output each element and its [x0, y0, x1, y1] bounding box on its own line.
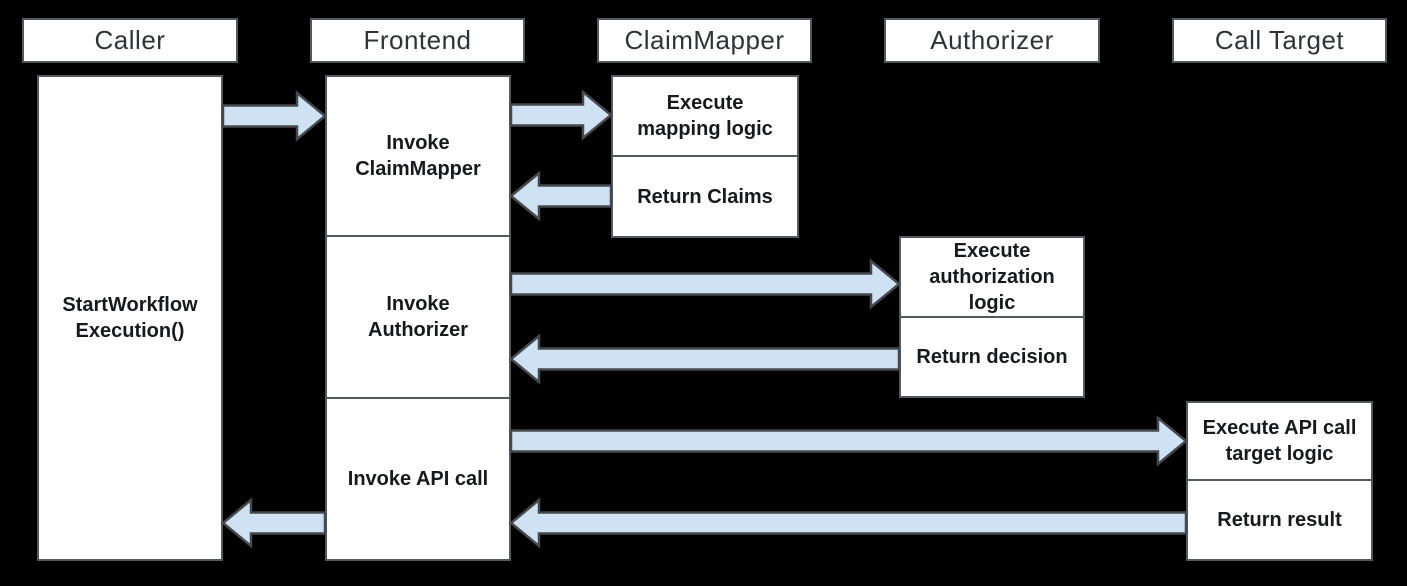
- call-target-activation-box: Execute API call target logic Return res…: [1186, 401, 1373, 561]
- header-caller: Caller: [22, 18, 238, 63]
- header-call-target: Call Target: [1172, 18, 1387, 63]
- invoke-api-call-label: Invoke API call: [347, 468, 489, 490]
- authorizer-activation-box: Execute authorization logic Return decis…: [899, 236, 1085, 398]
- execute-api-call-target-logic-step: Execute API call target logic: [1188, 403, 1371, 479]
- arrow-frontend-to-authorizer: [509, 258, 901, 310]
- header-authorizer: Authorizer: [884, 18, 1100, 63]
- start-workflow-execution-label: StartWorkflow Execution(): [62, 294, 198, 342]
- return-result-label: Return result: [1217, 509, 1342, 531]
- arrow-authorizer-to-frontend: [509, 333, 901, 385]
- return-claims-label: Return Claims: [637, 185, 773, 208]
- arrow-calltarget-to-frontend: [509, 497, 1188, 549]
- return-decision-label: Return decision: [916, 346, 1068, 368]
- frontend-activation-box: Invoke ClaimMapper Invoke Authorizer Inv…: [325, 75, 511, 561]
- execute-api-call-target-logic-label: Execute API call target logic: [1202, 417, 1357, 465]
- header-claimmapper: ClaimMapper: [597, 18, 812, 63]
- invoke-api-call-step: Invoke API call: [327, 397, 509, 559]
- execute-mapping-logic-label: Execute mapping logic: [637, 92, 773, 140]
- start-workflow-execution-step: StartWorkflow Execution(): [39, 77, 221, 559]
- execute-authorization-logic-step: Execute authorization logic: [901, 238, 1083, 316]
- return-claims-step: Return Claims: [613, 155, 797, 236]
- claimmapper-activation-box: Execute mapping logic Return Claims: [611, 75, 799, 238]
- arrow-frontend-to-caller: [221, 497, 327, 549]
- arrow-frontend-to-claimmapper: [509, 89, 613, 141]
- header-frontend: Frontend: [310, 18, 525, 63]
- execute-authorization-logic-label: Execute authorization logic: [929, 240, 1055, 314]
- arrow-claimmapper-to-frontend: [509, 170, 613, 222]
- execute-mapping-logic-step: Execute mapping logic: [613, 77, 797, 155]
- invoke-claimmapper-step: Invoke ClaimMapper: [327, 77, 509, 235]
- return-decision-step: Return decision: [901, 316, 1083, 396]
- invoke-authorizer-step: Invoke Authorizer: [327, 235, 509, 397]
- caller-activation-box: StartWorkflow Execution(): [37, 75, 223, 561]
- invoke-authorizer-label: Invoke Authorizer: [368, 293, 468, 341]
- arrow-frontend-to-calltarget: [509, 415, 1188, 467]
- arrow-caller-to-frontend: [221, 90, 327, 142]
- return-result-step: Return result: [1188, 479, 1371, 559]
- invoke-claimmapper-label: Invoke ClaimMapper: [355, 132, 481, 180]
